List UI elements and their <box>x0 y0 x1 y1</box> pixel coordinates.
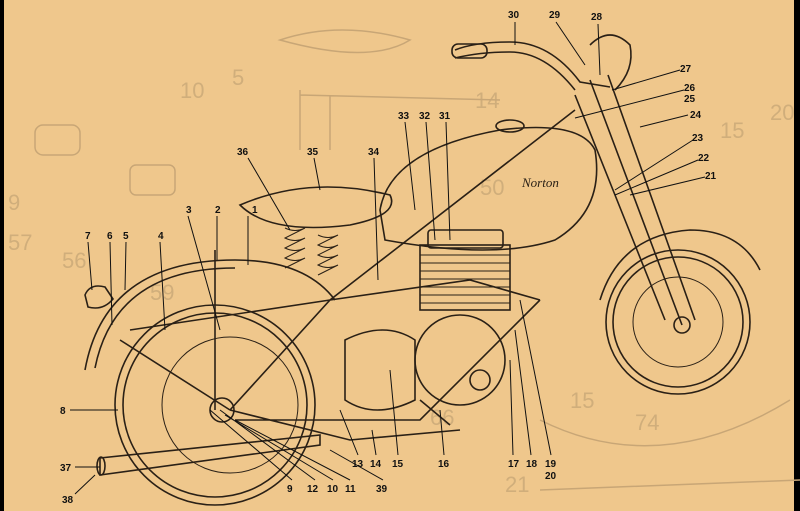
ghost-label: 5 <box>232 65 244 90</box>
tank-logo: Norton <box>521 175 559 190</box>
tail-lamp <box>84 285 114 309</box>
rear-mudguard <box>84 259 336 371</box>
front-fork <box>574 74 696 326</box>
callout-7: 7 <box>85 231 91 242</box>
frame <box>119 109 576 441</box>
callout-9: 9 <box>287 484 293 495</box>
callout-32: 32 <box>419 111 431 122</box>
seat-springs <box>283 227 339 276</box>
right-border <box>794 0 800 511</box>
callout-26: 26 <box>684 83 696 94</box>
callout-33: 33 <box>398 111 410 122</box>
callout-1: 1 <box>252 205 258 216</box>
callout-21: 21 <box>705 171 717 182</box>
callout-23: 23 <box>692 133 704 144</box>
callout-15: 15 <box>392 459 404 470</box>
callout-30: 30 <box>508 10 520 21</box>
callout-22: 22 <box>698 153 710 164</box>
callout-29: 29 <box>549 10 561 21</box>
callout-8: 8 <box>60 406 66 417</box>
callout-10: 10 <box>327 484 339 495</box>
ghost-label: 50 <box>480 175 504 200</box>
callout-34: 34 <box>368 147 380 158</box>
ghost-label: 15 <box>570 388 594 413</box>
exhaust-pipe <box>99 434 321 476</box>
ghost-label: 57 <box>8 230 32 255</box>
callout-18: 18 <box>526 459 538 470</box>
callout-14: 14 <box>370 459 382 470</box>
ghost-sketch <box>34 29 800 491</box>
engine <box>344 229 511 411</box>
callout-37: 37 <box>60 463 72 474</box>
callout-36: 36 <box>237 147 249 158</box>
ghost-label: 10 <box>180 78 204 103</box>
seat <box>238 186 393 229</box>
callout-16: 16 <box>438 459 450 470</box>
callout-4: 4 <box>158 231 164 242</box>
leader-lines <box>70 21 706 495</box>
front-wheel <box>599 229 761 395</box>
footrest <box>419 399 451 426</box>
ghost-label: 74 <box>635 410 659 435</box>
callout-3: 3 <box>186 205 192 216</box>
callout-11: 11 <box>345 484 356 495</box>
callout-27: 27 <box>680 64 692 75</box>
callout-25: 25 <box>684 94 696 105</box>
callout-39: 39 <box>376 484 388 495</box>
grip <box>451 43 488 59</box>
callout-24: 24 <box>690 110 702 121</box>
ghost-label: 21 <box>505 472 529 497</box>
handlebar <box>454 41 611 91</box>
callout-5: 5 <box>123 231 129 242</box>
ghost-label: 56 <box>62 248 86 273</box>
ghost-label: 15 <box>720 118 744 143</box>
callout-labels: 1 2 3 4 5 6 7 8 9 10 11 12 13 14 15 16 1… <box>60 10 717 506</box>
callout-31: 31 <box>439 111 451 122</box>
filler-cap <box>495 119 525 133</box>
callout-38: 38 <box>62 495 74 506</box>
ghost-label: 20 <box>770 100 794 125</box>
callout-20: 20 <box>545 471 557 482</box>
callout-6: 6 <box>107 231 113 242</box>
callout-2: 2 <box>215 205 221 216</box>
ghost-label: 14 <box>475 88 499 113</box>
ghost-label: 9 <box>8 190 20 215</box>
callout-12: 12 <box>307 484 319 495</box>
callout-35: 35 <box>307 147 319 158</box>
headlamp <box>589 34 632 91</box>
callout-17: 17 <box>508 459 520 470</box>
fuel-tank <box>379 126 598 251</box>
left-border <box>0 0 4 511</box>
callout-28: 28 <box>591 12 603 23</box>
callout-13: 13 <box>352 459 364 470</box>
callout-19: 19 <box>545 459 557 470</box>
